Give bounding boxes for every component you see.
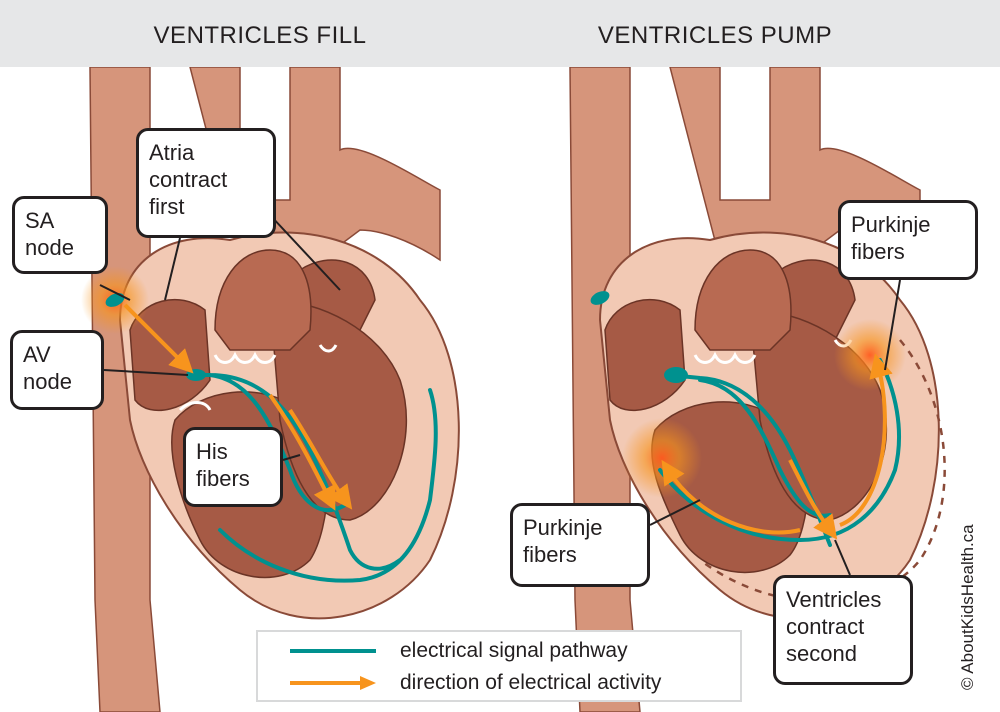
legend: electrical signal pathway direction of e… (256, 630, 742, 702)
legend-item-signal: electrical signal pathway (288, 636, 628, 666)
activity-arrow-his-1 (268, 393, 336, 511)
callout-sa-node: SA node (12, 196, 108, 274)
callout-his-fibers: His fibers (183, 427, 283, 507)
callout-purkinje-fibers-right: Purkinje fibers (838, 200, 978, 280)
callout-av-node: AV node (10, 330, 104, 410)
left-ventricle-left (269, 299, 408, 521)
activity-arrow-purkinje-3 (788, 459, 838, 540)
sa-node-left (105, 293, 125, 307)
arrow-swatch-icon (290, 676, 376, 690)
right-atrium-right (604, 298, 686, 412)
legend-item-direction: direction of electrical activity (288, 668, 661, 698)
aortic-trunk-right (694, 249, 792, 351)
callout-purkinje-fibers-left: Purkinje fibers (510, 503, 650, 587)
sa-node-right (590, 291, 610, 305)
aortic-trunk-left (214, 249, 312, 351)
callout-atria-contract-first: Atria contract first (136, 128, 276, 238)
activity-arrow-sa-av (123, 303, 194, 374)
callout-ventricles-contract-second: Ventricles contract second (773, 575, 913, 685)
activity-arrow-purkinje-2 (839, 353, 893, 527)
panel-title-left: VENTRICLES FILL (153, 22, 367, 49)
legend-label-direction: direction of electrical activity (400, 671, 662, 694)
header-bar (0, 0, 1000, 67)
activity-arrow-his-2 (288, 408, 353, 510)
activity-arrow-purkinje-1 (661, 459, 801, 535)
credit-text: © AboutKidsHealth.ca (958, 524, 977, 690)
signal-line-swatch (290, 649, 376, 653)
legend-label-signal: electrical signal pathway (400, 639, 628, 662)
panel-title-right: VENTRICLES PUMP (597, 22, 833, 49)
